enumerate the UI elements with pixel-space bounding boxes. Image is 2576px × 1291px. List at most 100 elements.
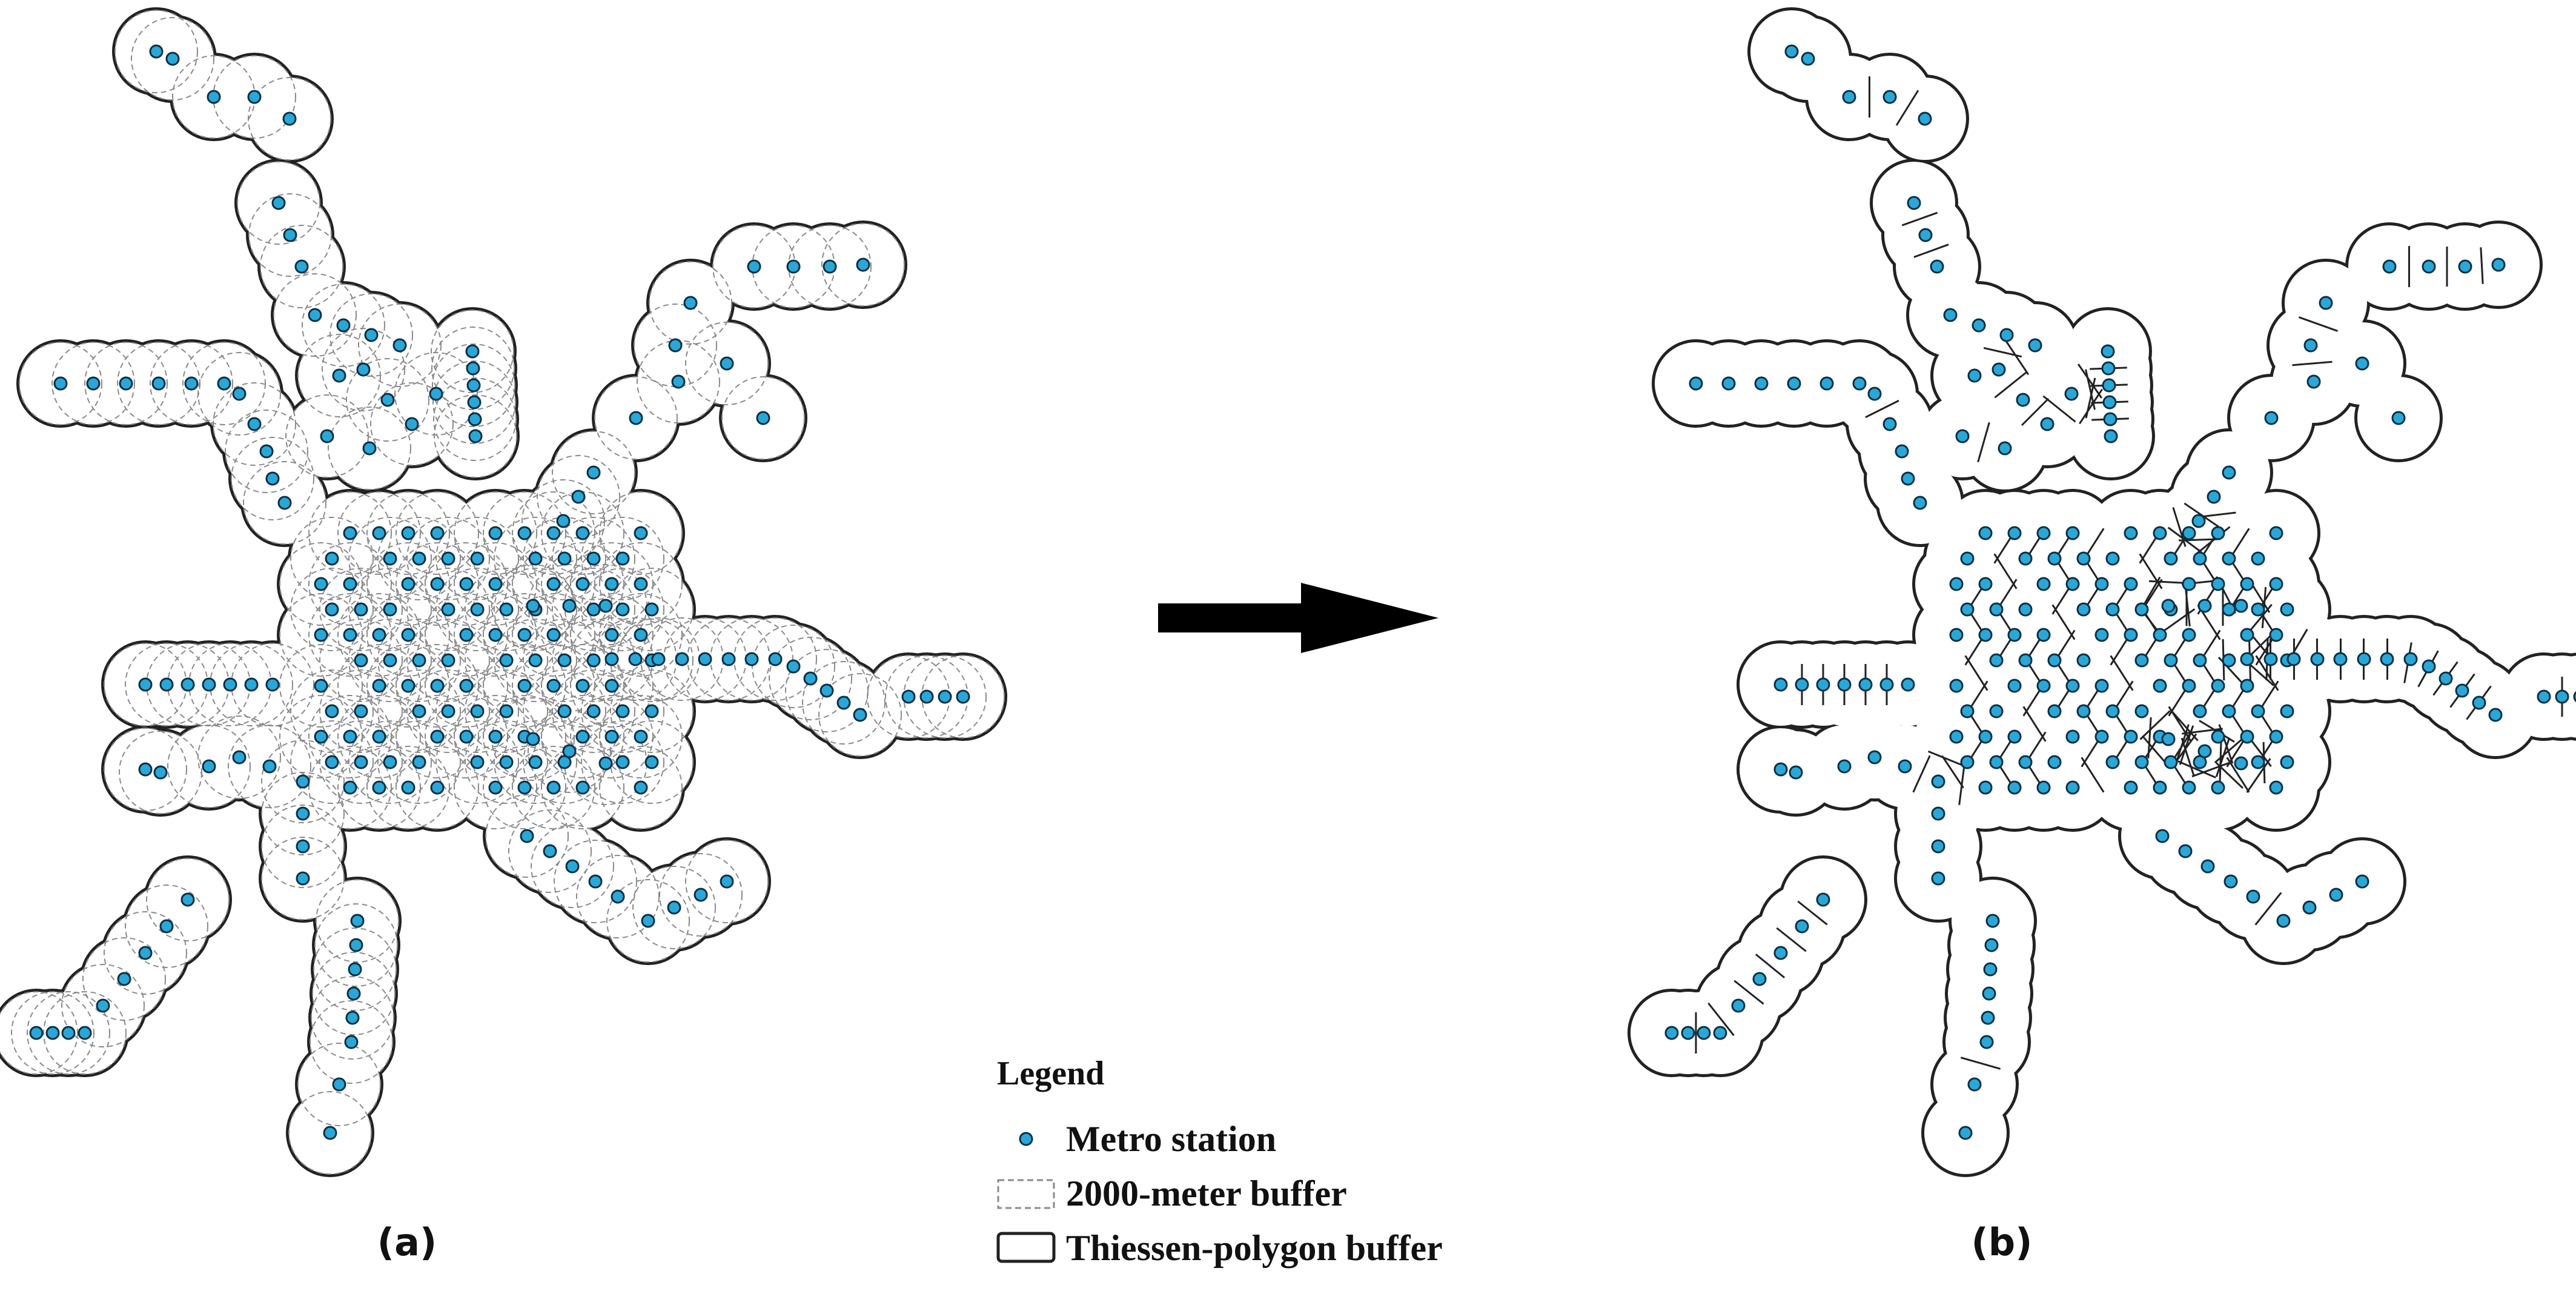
metro-station (1784, 44, 1799, 59)
dashed-buffer-circle (377, 517, 461, 600)
metro-station (459, 729, 474, 744)
metro-station (2240, 577, 2254, 591)
dashed-buffer-circle (581, 720, 664, 804)
thiessen-cell-edge (2191, 761, 2231, 778)
dashed-buffer-circle (337, 593, 421, 677)
metro-station (615, 755, 630, 769)
metro-station (441, 653, 455, 668)
metro-station (634, 577, 648, 591)
metro-station (259, 444, 274, 459)
metro-station (2076, 551, 2091, 566)
dashed-buffer-circle (308, 542, 392, 626)
metro-station (1913, 496, 1927, 510)
metro-station (565, 859, 580, 874)
metro-station (2155, 829, 2170, 843)
metro-station (470, 602, 485, 617)
metro-station (562, 599, 577, 613)
metro-station (1842, 90, 1856, 104)
metro-station (151, 376, 166, 391)
metro-station (2240, 679, 2254, 693)
metro-station (1999, 328, 2014, 342)
metro-station (296, 806, 310, 821)
metro-station (466, 361, 480, 376)
metro-station (562, 744, 577, 758)
metro-station (149, 44, 164, 59)
metro-station (165, 51, 180, 66)
metro-station (2382, 259, 2397, 274)
dashed-buffer-circle (290, 669, 374, 753)
dashed-buffer-circle (84, 342, 168, 425)
dashed-buffer-circle (632, 866, 716, 949)
metro-station (2251, 602, 2265, 617)
metro-station (372, 526, 386, 540)
metro-station (1907, 196, 1921, 210)
metro-station (2047, 653, 2062, 668)
dashed-buffer-circle (310, 1000, 393, 1084)
dashed-buffer-circle (494, 720, 577, 804)
dashed-buffer-circle (237, 161, 320, 245)
metro-station (1795, 677, 1809, 692)
dashed-buffer-circle (273, 273, 357, 357)
metro-station (2153, 679, 2167, 693)
metro-station (803, 671, 818, 686)
metro-station (1958, 1126, 1973, 1140)
metro-station (1773, 946, 1788, 960)
dashed-buffer-circle (425, 695, 508, 778)
dashed-buffer-circle (27, 991, 110, 1075)
metro-station (138, 946, 153, 960)
dashed-buffer-circle (685, 322, 769, 405)
metro-station (2422, 659, 2436, 674)
metro-station (2222, 653, 2236, 668)
metro-station (401, 780, 416, 795)
metro-station (2153, 628, 2167, 642)
metro-station (499, 653, 514, 668)
thiessen-cell-edge (2051, 604, 2076, 640)
metro-station (1931, 839, 1945, 854)
right-arrow-icon (1158, 583, 1439, 653)
metro-station (694, 888, 708, 902)
metro-station (2310, 652, 2325, 666)
metro-station (571, 490, 586, 504)
metro-station (296, 774, 310, 789)
metro-station (2182, 679, 2196, 693)
dashed-buffer-circle (599, 491, 683, 575)
dashed-buffer-circle (248, 193, 332, 277)
metro-station (1879, 677, 1894, 692)
metro-station (344, 1035, 359, 1049)
metro-station (1949, 628, 1964, 642)
dashed-buffer-circle (11, 991, 94, 1075)
metro-station (412, 653, 426, 668)
metro-station (586, 704, 601, 719)
metro-station (853, 708, 867, 722)
metro-station (1837, 677, 1852, 692)
dashed-buffer-circle (494, 568, 577, 651)
dashed-buffer-circle (337, 491, 421, 575)
metro-station (180, 677, 195, 692)
metro-station (2064, 387, 2079, 401)
thiessen-cell-edge (2021, 397, 2050, 426)
metro-station (308, 308, 322, 322)
metro-station (392, 338, 407, 353)
dashed-buffer-circle (337, 644, 421, 728)
metro-station (401, 526, 416, 540)
metro-station (2007, 780, 2022, 795)
metro-station (2222, 602, 2236, 617)
metro-station (348, 962, 362, 977)
metro-station (349, 938, 363, 952)
metro-station (283, 228, 297, 242)
metro-station (1901, 471, 1915, 486)
dashed-buffer-circle (19, 342, 102, 425)
legend-item-thiessen: Thiessen-polygon buffer (1066, 1228, 1443, 1268)
metro-station (575, 679, 590, 693)
dashed-buffer-circle (552, 568, 635, 651)
metro-station (1989, 602, 2004, 617)
dashed-buffer-circle (114, 10, 198, 93)
dashed-buffer-circle (366, 644, 450, 728)
metro-station (2076, 602, 2091, 617)
metro-station (1697, 1026, 1711, 1040)
dashed-buffer-circle (312, 952, 396, 1035)
metro-station (611, 889, 625, 904)
thiessen-cell-edge (2141, 735, 2169, 766)
dashed-buffer-circle (581, 517, 664, 600)
